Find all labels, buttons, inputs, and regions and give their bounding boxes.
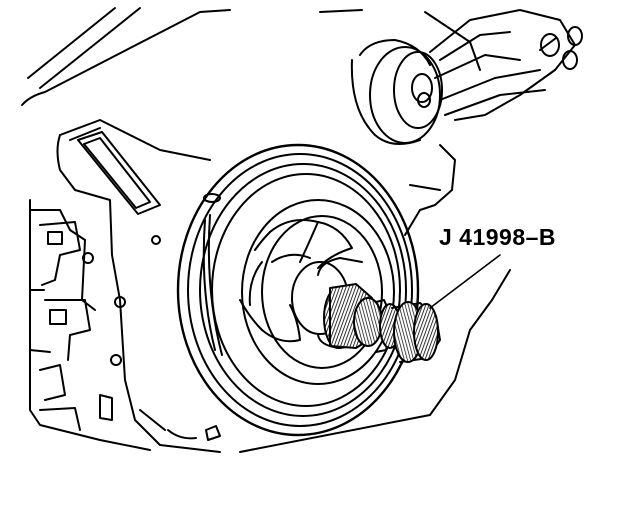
crankshaft-balancer [176, 143, 420, 437]
lower-left-bracket [29, 221, 91, 431]
idler-pulley [350, 9, 583, 145]
callout-leader-line [429, 254, 501, 309]
front-cover-details [77, 131, 221, 441]
tool-callout-label: J 41998–B [439, 224, 557, 250]
installer-tool [317, 257, 441, 363]
